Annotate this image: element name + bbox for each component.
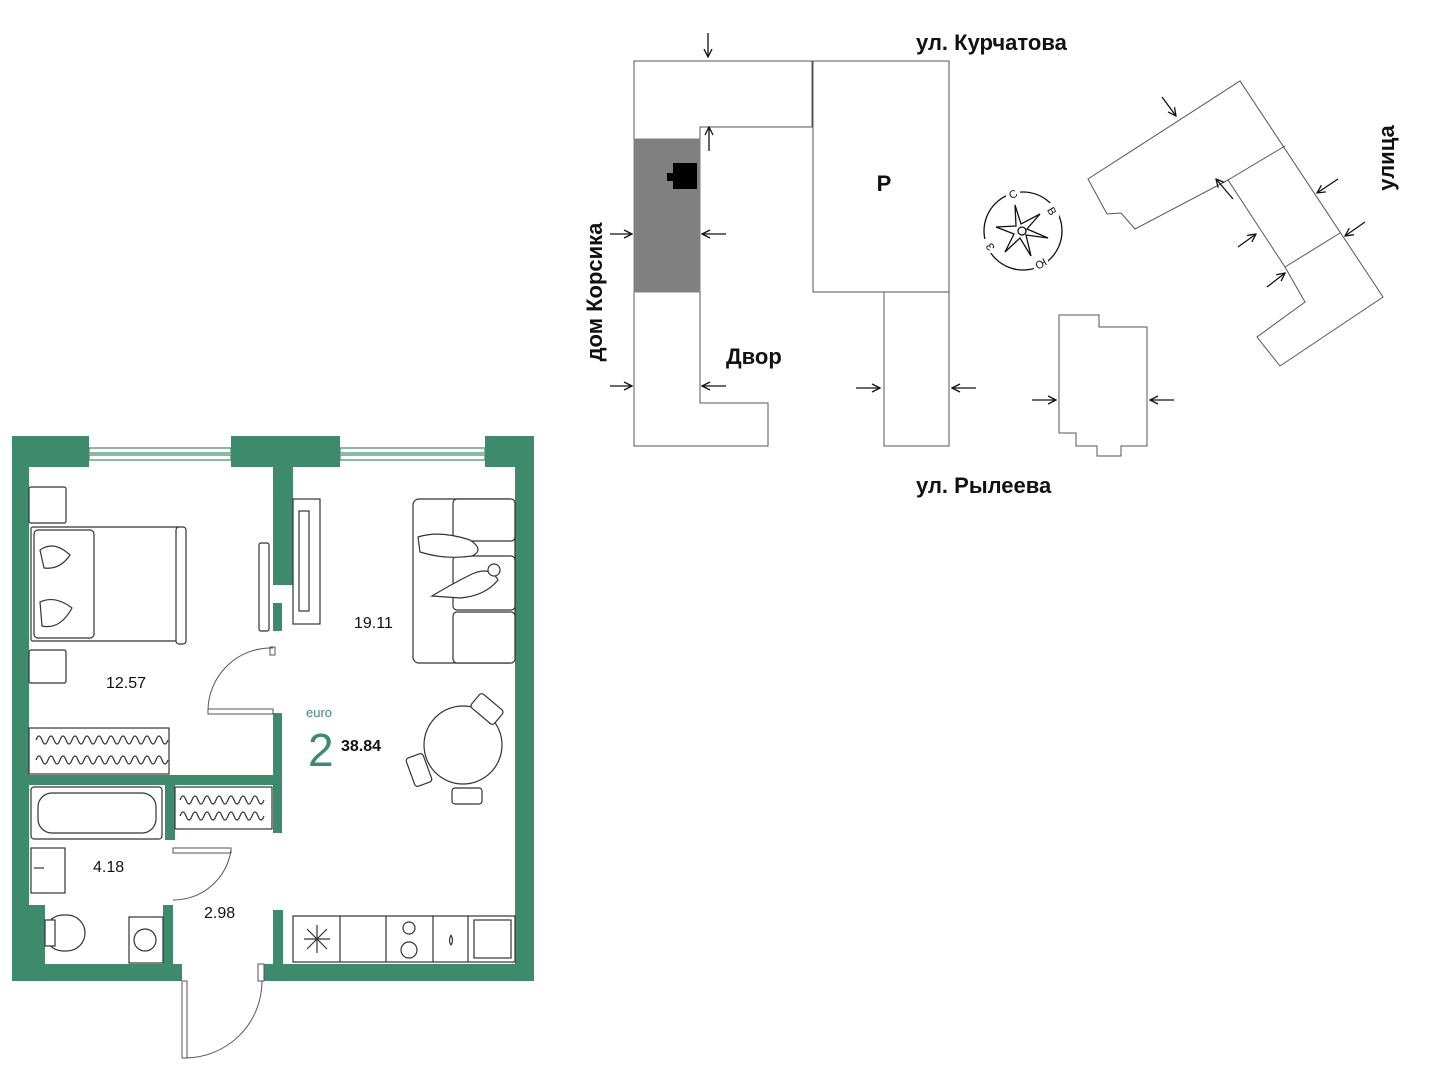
street-left-label: дом Корсика: [582, 222, 607, 362]
doors: [172, 646, 276, 1059]
building-small: [1058, 314, 1148, 457]
living-area-label: 19.11: [354, 615, 393, 632]
rooms-count-label: 2: [308, 724, 334, 776]
walls: [12, 436, 534, 981]
apartment-type-label: euro: [306, 705, 332, 720]
parking-label: Р: [877, 171, 892, 196]
bathroom-area-label: 4.18: [93, 859, 124, 876]
bedroom-area-label: 12.57: [106, 675, 146, 692]
location-marker: [673, 163, 697, 189]
entrance-arrows: [610, 33, 1366, 400]
building-south: [883, 291, 950, 447]
hallway-area-label: 2.98: [204, 905, 235, 922]
windows: [88, 447, 486, 461]
total-area-label: 38.84: [341, 738, 381, 755]
building-main: [633, 60, 813, 447]
compass-south-label: Ю: [1033, 255, 1049, 271]
compass-rose: [983, 191, 1063, 271]
street-bottom-label: ул. Рылеева: [916, 473, 1052, 498]
furniture: [28, 486, 516, 964]
street-right-label: улица: [1374, 125, 1399, 191]
parking-building: [812, 60, 950, 293]
building-rotated: [1087, 80, 1384, 367]
street-top-label: ул. Курчатова: [916, 30, 1068, 55]
courtyard-label: Двор: [726, 344, 782, 369]
